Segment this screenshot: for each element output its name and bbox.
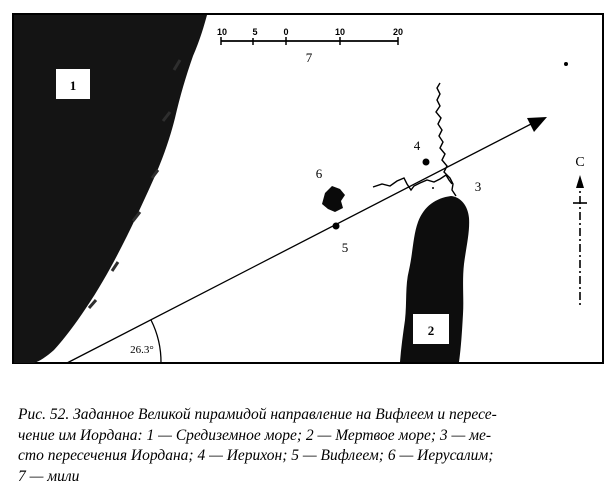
jericho-label: 4 xyxy=(414,138,421,153)
jerusalem-marker xyxy=(322,186,345,212)
mediterranean-sea xyxy=(14,15,207,363)
jordan-tributary xyxy=(372,174,453,192)
map: 1 10 5 0 10 20 7 2 6 4 3 5 26.3° xyxy=(12,13,604,364)
crossing-label: 3 xyxy=(475,179,482,194)
caption-line-4: 7 — мили xyxy=(18,467,80,485)
scale-tick-20: 20 xyxy=(393,27,403,37)
caption-line-3: сто пересечения Иордана; 4 — Иерихон; 5 … xyxy=(18,447,494,464)
direction-line xyxy=(66,122,534,364)
angle-label: 26.3° xyxy=(130,344,154,356)
map-frame xyxy=(12,13,604,364)
jordan-river xyxy=(435,82,457,197)
sea-label-box xyxy=(56,69,90,99)
bethlehem-marker xyxy=(332,222,340,230)
caption-line-1: Рис. 52. Заданное Великой пирамидой напр… xyxy=(18,406,497,423)
bethlehem-label: 5 xyxy=(342,240,349,255)
sea-texture xyxy=(87,59,182,309)
map-speck xyxy=(564,62,568,66)
figure-caption: Рис. 52. Заданное Великой пирамидой напр… xyxy=(18,405,608,487)
scale-label: 7 xyxy=(306,50,313,65)
sea-label: 1 xyxy=(70,78,77,93)
angle-arc xyxy=(150,319,162,364)
dead-sea-label: 2 xyxy=(428,323,435,338)
dead-sea-label-box xyxy=(413,314,449,344)
jericho-marker xyxy=(422,158,430,166)
direction-arrowhead xyxy=(527,117,547,132)
scale-tick-10: 10 xyxy=(335,27,345,37)
river-speck xyxy=(432,187,434,189)
north-label: С xyxy=(575,155,584,170)
scale-tick-10-left: 10 xyxy=(217,27,227,37)
jerusalem-label: 6 xyxy=(316,166,323,181)
north-arrow-icon xyxy=(573,175,587,306)
caption-line-2: чение им Иордана: 1 — Средиземное море; … xyxy=(18,426,492,444)
scale-tick-5: 5 xyxy=(252,27,257,37)
scale-tick-0: 0 xyxy=(283,27,288,37)
scale-bar xyxy=(220,37,399,45)
